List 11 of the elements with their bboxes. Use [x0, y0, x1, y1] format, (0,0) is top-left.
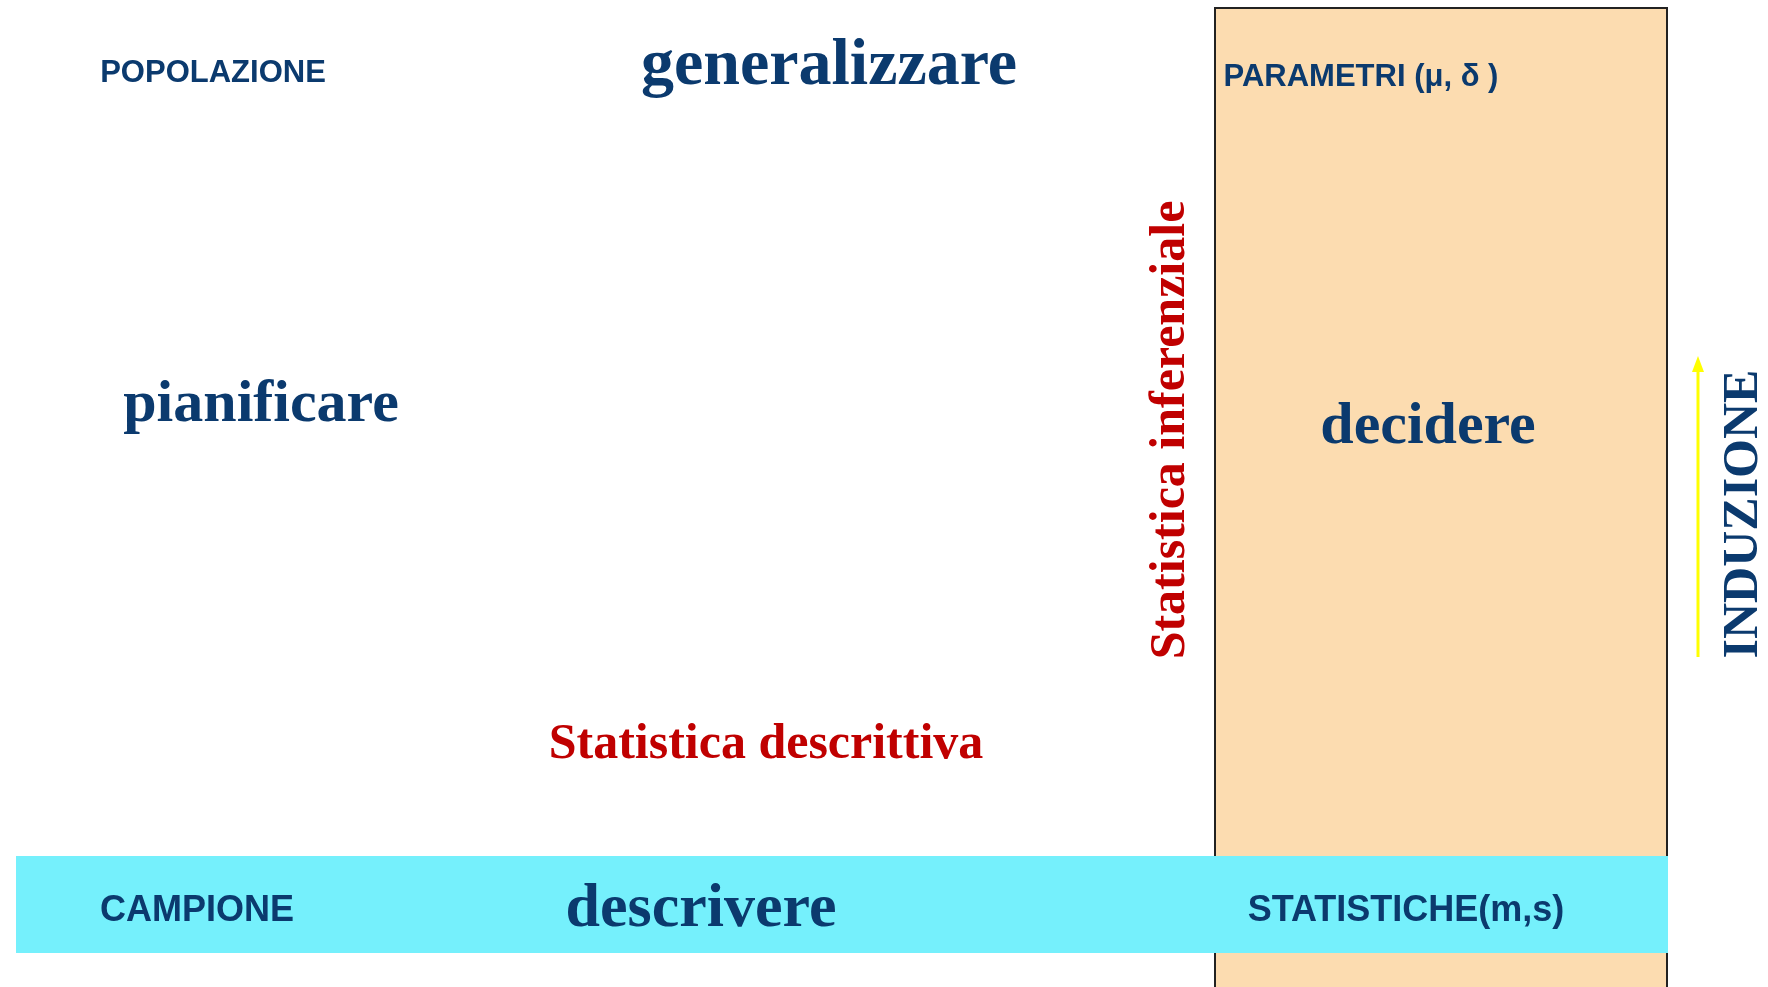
vertical-label: Statistica inferenziale: [1142, 200, 1192, 660]
label: POPOLAZIONE: [100, 55, 326, 87]
label: Statistica descrittiva: [548, 716, 984, 766]
panel-heading: PARAMETRI (μ, δ ): [1223, 59, 1499, 91]
band-text: descrivere: [565, 874, 837, 936]
band: [16, 856, 1668, 953]
band-heading: CAMPIONE: [100, 891, 294, 927]
panel: [1214, 7, 1668, 987]
vertical-label: INDUZIONE: [1715, 369, 1765, 659]
panel-text: decidere: [1320, 393, 1536, 453]
band-text: STATISTICHE(m,s): [1247, 891, 1565, 927]
